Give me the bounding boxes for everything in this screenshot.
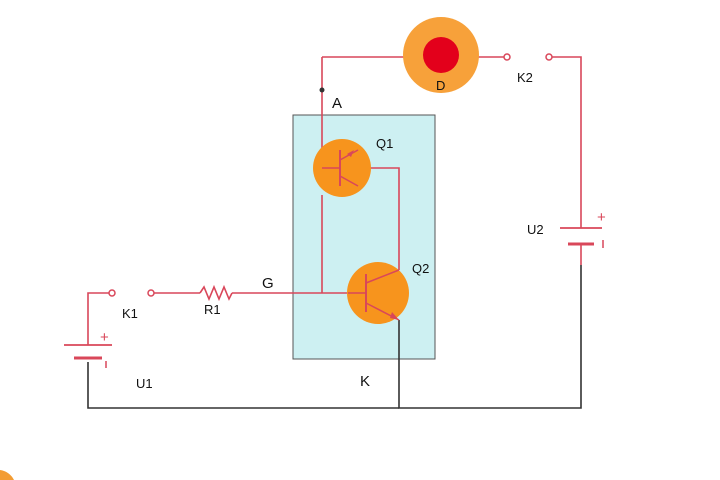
label-u2: U2 <box>527 222 544 237</box>
transistor-q2 <box>347 262 409 324</box>
u2-plus-sign: + <box>597 209 606 226</box>
u1-plus-sign: + <box>100 329 109 346</box>
label-k2: K2 <box>517 70 533 85</box>
gate-circuit-wires <box>87 292 348 345</box>
corner-decoration <box>0 470 14 480</box>
label-k: K <box>360 373 370 390</box>
battery-u1 <box>64 344 112 360</box>
battery-u2 <box>560 227 602 246</box>
label-d: D <box>436 78 445 93</box>
switch-k1 <box>108 289 155 297</box>
cathode-return-wires <box>87 265 582 409</box>
resistor-r1 <box>199 284 233 302</box>
label-r1: R1 <box>204 302 221 317</box>
switch-k2 <box>503 53 553 61</box>
label-u1: U1 <box>136 376 153 391</box>
lamp-d <box>403 17 479 93</box>
label-g: G <box>262 275 274 292</box>
label-a: A <box>332 95 342 112</box>
label-q2: Q2 <box>412 261 429 276</box>
transistor-q1 <box>313 139 371 197</box>
label-k1: K1 <box>122 306 138 321</box>
label-q1: Q1 <box>376 136 393 151</box>
junction-dot-a <box>319 87 325 93</box>
